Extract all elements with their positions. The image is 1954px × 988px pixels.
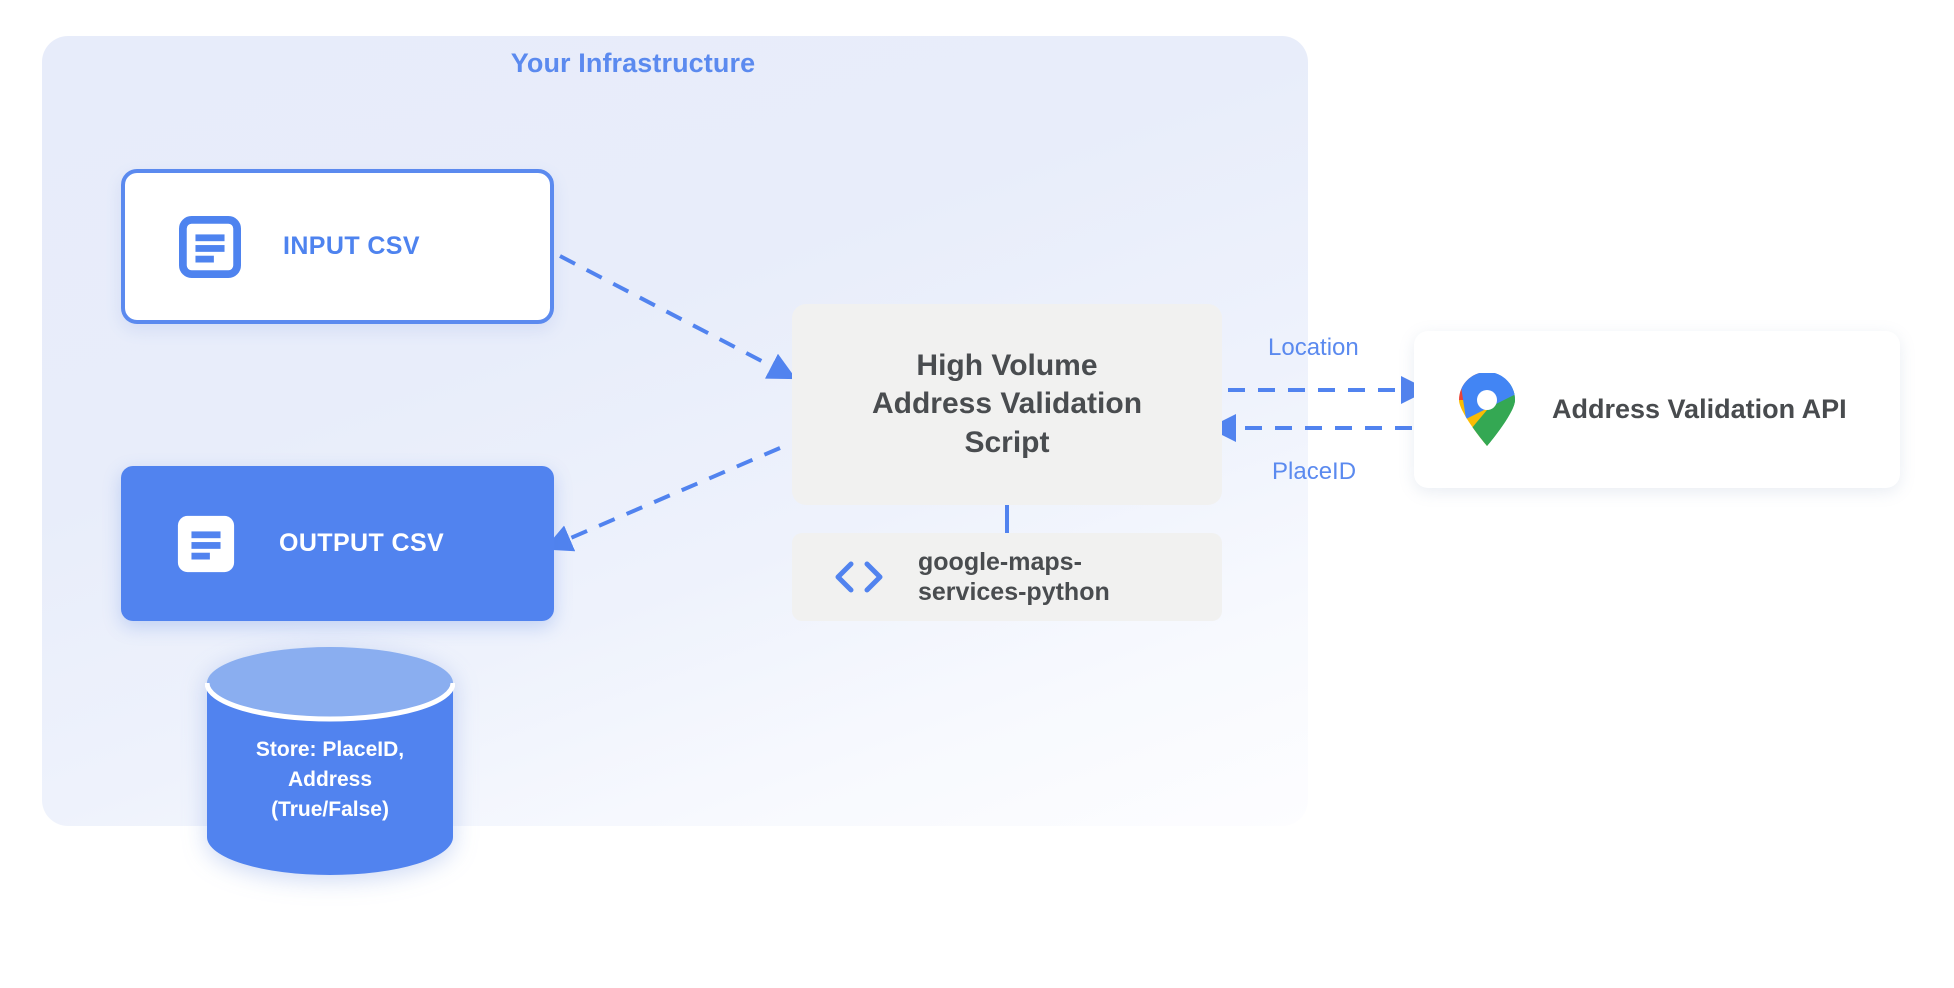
document-icon [177,515,235,572]
library-node[interactable]: google-maps- services-python [792,533,1222,621]
edge-label-placeid: PlaceID [1272,458,1357,485]
output-csv-label: OUTPUT CSV [279,529,445,557]
document-icon [179,215,241,278]
code-brackets-icon [835,561,883,593]
script-label: High Volume Address Validation Script [871,349,1143,459]
database-cylinder-icon[interactable] [205,645,455,875]
api-label: Address Validation API [1552,394,1847,424]
script-library-connector [1005,505,1009,533]
input-csv-label: INPUT CSV [283,232,420,260]
script-node[interactable]: High Volume Address Validation Script [792,304,1222,505]
output-csv-node[interactable]: OUTPUT CSV [121,466,554,621]
infrastructure-title: Your Infrastructure [510,48,756,78]
library-label: google-maps- services-python [918,548,1110,606]
google-maps-pin-icon [1459,372,1515,446]
input-csv-node[interactable]: INPUT CSV [121,169,554,324]
edge-label-location: Location [1268,334,1359,361]
address-validation-api-node[interactable]: Address Validation API [1414,331,1900,488]
